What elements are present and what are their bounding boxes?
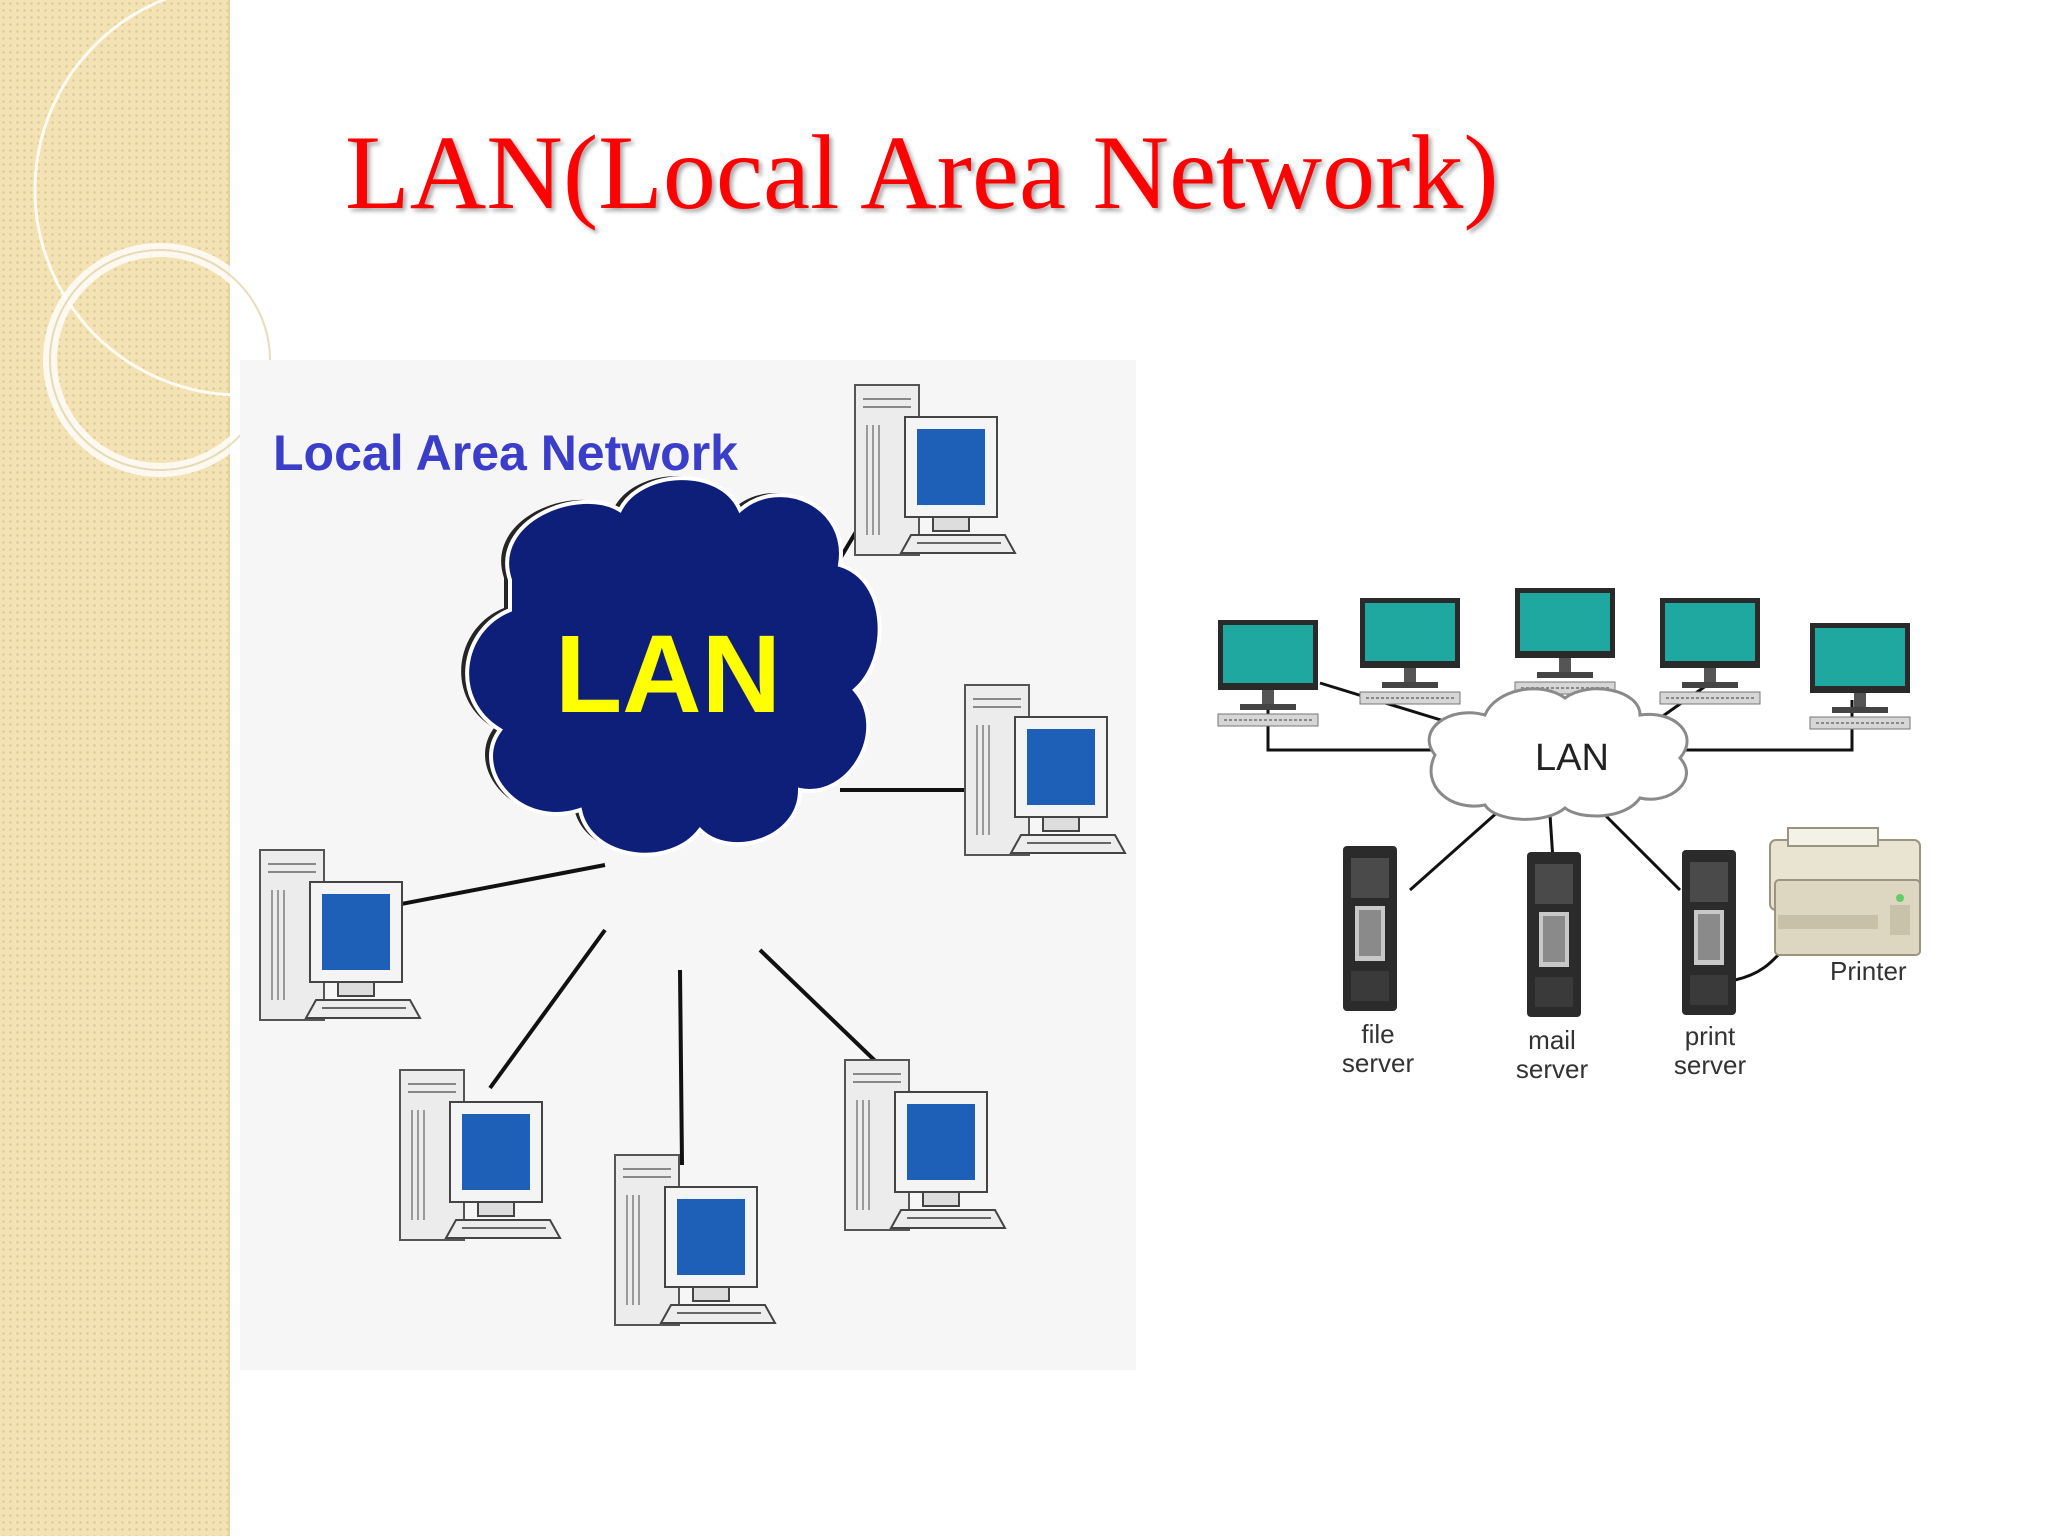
server-label-print-line1: print xyxy=(1685,1021,1736,1051)
workstation-4 xyxy=(1659,597,1761,705)
printer-icon xyxy=(1769,827,1921,956)
printer-label: Printer xyxy=(1830,956,1907,986)
computer-bottom-left xyxy=(399,1069,561,1241)
workstation-2 xyxy=(1359,597,1461,705)
workstation-5 xyxy=(1809,622,1911,730)
print-server xyxy=(1682,850,1736,1015)
server-label-file-line1: file xyxy=(1361,1019,1394,1049)
lan-cloud-small xyxy=(1427,687,1689,821)
cloud-lan-label: LAN xyxy=(555,613,781,736)
cloud-lan-label-small: LAN xyxy=(1535,737,1609,779)
lan-cloud xyxy=(461,476,882,857)
computer-right xyxy=(964,684,1126,856)
server-label-mail-line2: server xyxy=(1516,1054,1589,1084)
computer-top-right xyxy=(854,384,1016,556)
computer-bottom-right xyxy=(844,1059,1006,1231)
workstation-3 xyxy=(1514,587,1616,695)
server-label-file-line2: server xyxy=(1342,1048,1415,1078)
computer-left xyxy=(259,849,421,1021)
lan-star-diagram: Local Area Network LAN xyxy=(240,360,1136,1370)
server-label-print-line2: server xyxy=(1674,1050,1747,1080)
server-label-mail-line1: mail xyxy=(1528,1025,1576,1055)
file-server xyxy=(1343,846,1397,1011)
diagram-heading: Local Area Network xyxy=(273,425,738,481)
lan-servers-diagram: LAN Printer file server mail server prin… xyxy=(1200,580,1940,1120)
mail-server xyxy=(1527,852,1581,1017)
slide-title: LAN(Local Area Network) xyxy=(345,114,1499,231)
computer-bottom-center xyxy=(614,1154,776,1326)
